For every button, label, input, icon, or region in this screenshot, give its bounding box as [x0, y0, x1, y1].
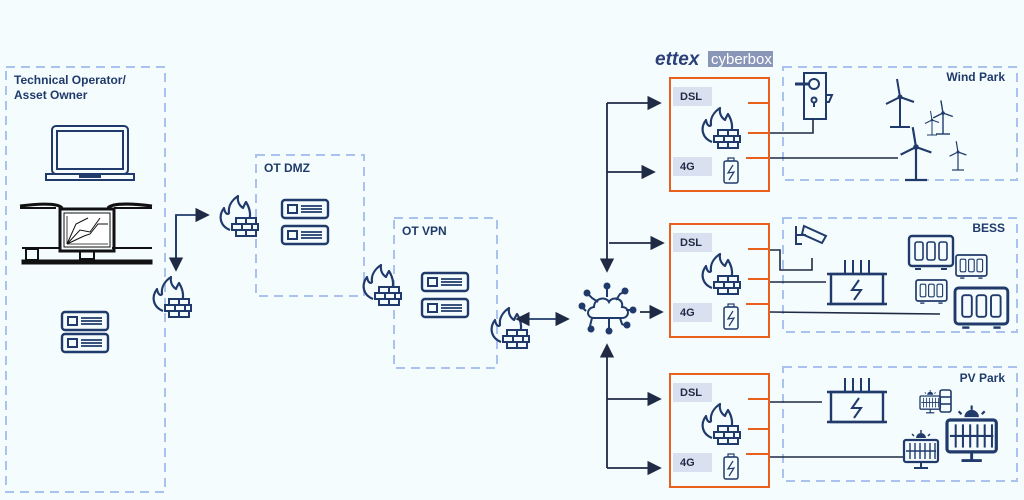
monitor-dashboard-icon	[19, 202, 153, 265]
battery-storage-icon	[907, 234, 955, 271]
dsl-label: DSL	[680, 237, 702, 249]
zone-ot-vpn	[393, 217, 498, 369]
firewall-icon	[219, 194, 260, 238]
dsl-label: DSL	[680, 387, 702, 399]
4g-label: 4G	[680, 457, 695, 469]
zone-wind-park	[782, 66, 1018, 181]
wind-turbine-icon	[924, 110, 940, 136]
server-icon	[60, 332, 110, 354]
4g-label: 4G	[680, 307, 695, 319]
wind-park-title: Wind Park	[946, 70, 1005, 84]
cyberbox-1: DSL 4G	[669, 77, 770, 192]
transformer-icon	[825, 258, 889, 306]
brand-part1: ettex	[655, 49, 701, 70]
wind-turbine-icon	[899, 126, 933, 182]
battery-storage-icon	[915, 279, 948, 304]
wind-turbine-icon	[885, 78, 915, 128]
4g-tag-bg	[673, 303, 712, 322]
wind-turbine-icon	[932, 99, 954, 135]
cloud-network-icon	[578, 282, 637, 335]
cyberbox-3: DSL 4G	[669, 373, 770, 488]
firewall-icon	[152, 275, 193, 319]
cyberbox-2: DSL 4G	[669, 223, 770, 338]
battery-storage-icon	[939, 389, 952, 413]
solar-panel-icon	[919, 389, 942, 414]
zone-pv-park	[782, 366, 1018, 482]
dsl-tag-bg	[673, 383, 712, 402]
bess-title: BESS	[972, 221, 1005, 235]
4g-tag-bg	[673, 453, 712, 472]
operator-title-line2: Asset Owner	[14, 88, 88, 102]
battery-storage-icon	[953, 286, 1010, 330]
firewall-icon	[362, 263, 403, 307]
dsl-label: DSL	[680, 91, 702, 103]
operator-title-line1: Technical Operator/	[14, 73, 126, 87]
zone-bess	[782, 217, 1018, 333]
solar-panel-icon	[902, 428, 940, 470]
dsl-tag-bg	[673, 87, 712, 106]
cctv-camera-icon	[795, 224, 828, 245]
zone-operator	[5, 66, 166, 493]
ot-vpn-title: OT VPN	[402, 224, 447, 238]
server-icon	[280, 198, 330, 220]
server-icon	[420, 297, 470, 319]
4g-label: 4G	[680, 161, 695, 173]
server-icon	[280, 224, 330, 246]
lock-door-icon	[795, 72, 834, 120]
laptop-icon	[45, 125, 135, 181]
server-icon	[420, 271, 470, 293]
battery-storage-icon	[955, 254, 988, 279]
ettex-cyberbox-logo: ettex cyberbox	[655, 49, 773, 70]
ot-dmz-title: OT DMZ	[264, 161, 310, 175]
4g-tag-bg	[673, 157, 712, 176]
solar-panel-icon	[945, 403, 998, 463]
dsl-tag-bg	[673, 233, 712, 252]
server-icon	[60, 310, 110, 332]
wind-turbine-icon	[948, 140, 967, 171]
pv-park-title: PV Park	[960, 371, 1006, 385]
transformer-icon	[825, 376, 889, 424]
brand-part2: cyberbox	[711, 51, 772, 68]
